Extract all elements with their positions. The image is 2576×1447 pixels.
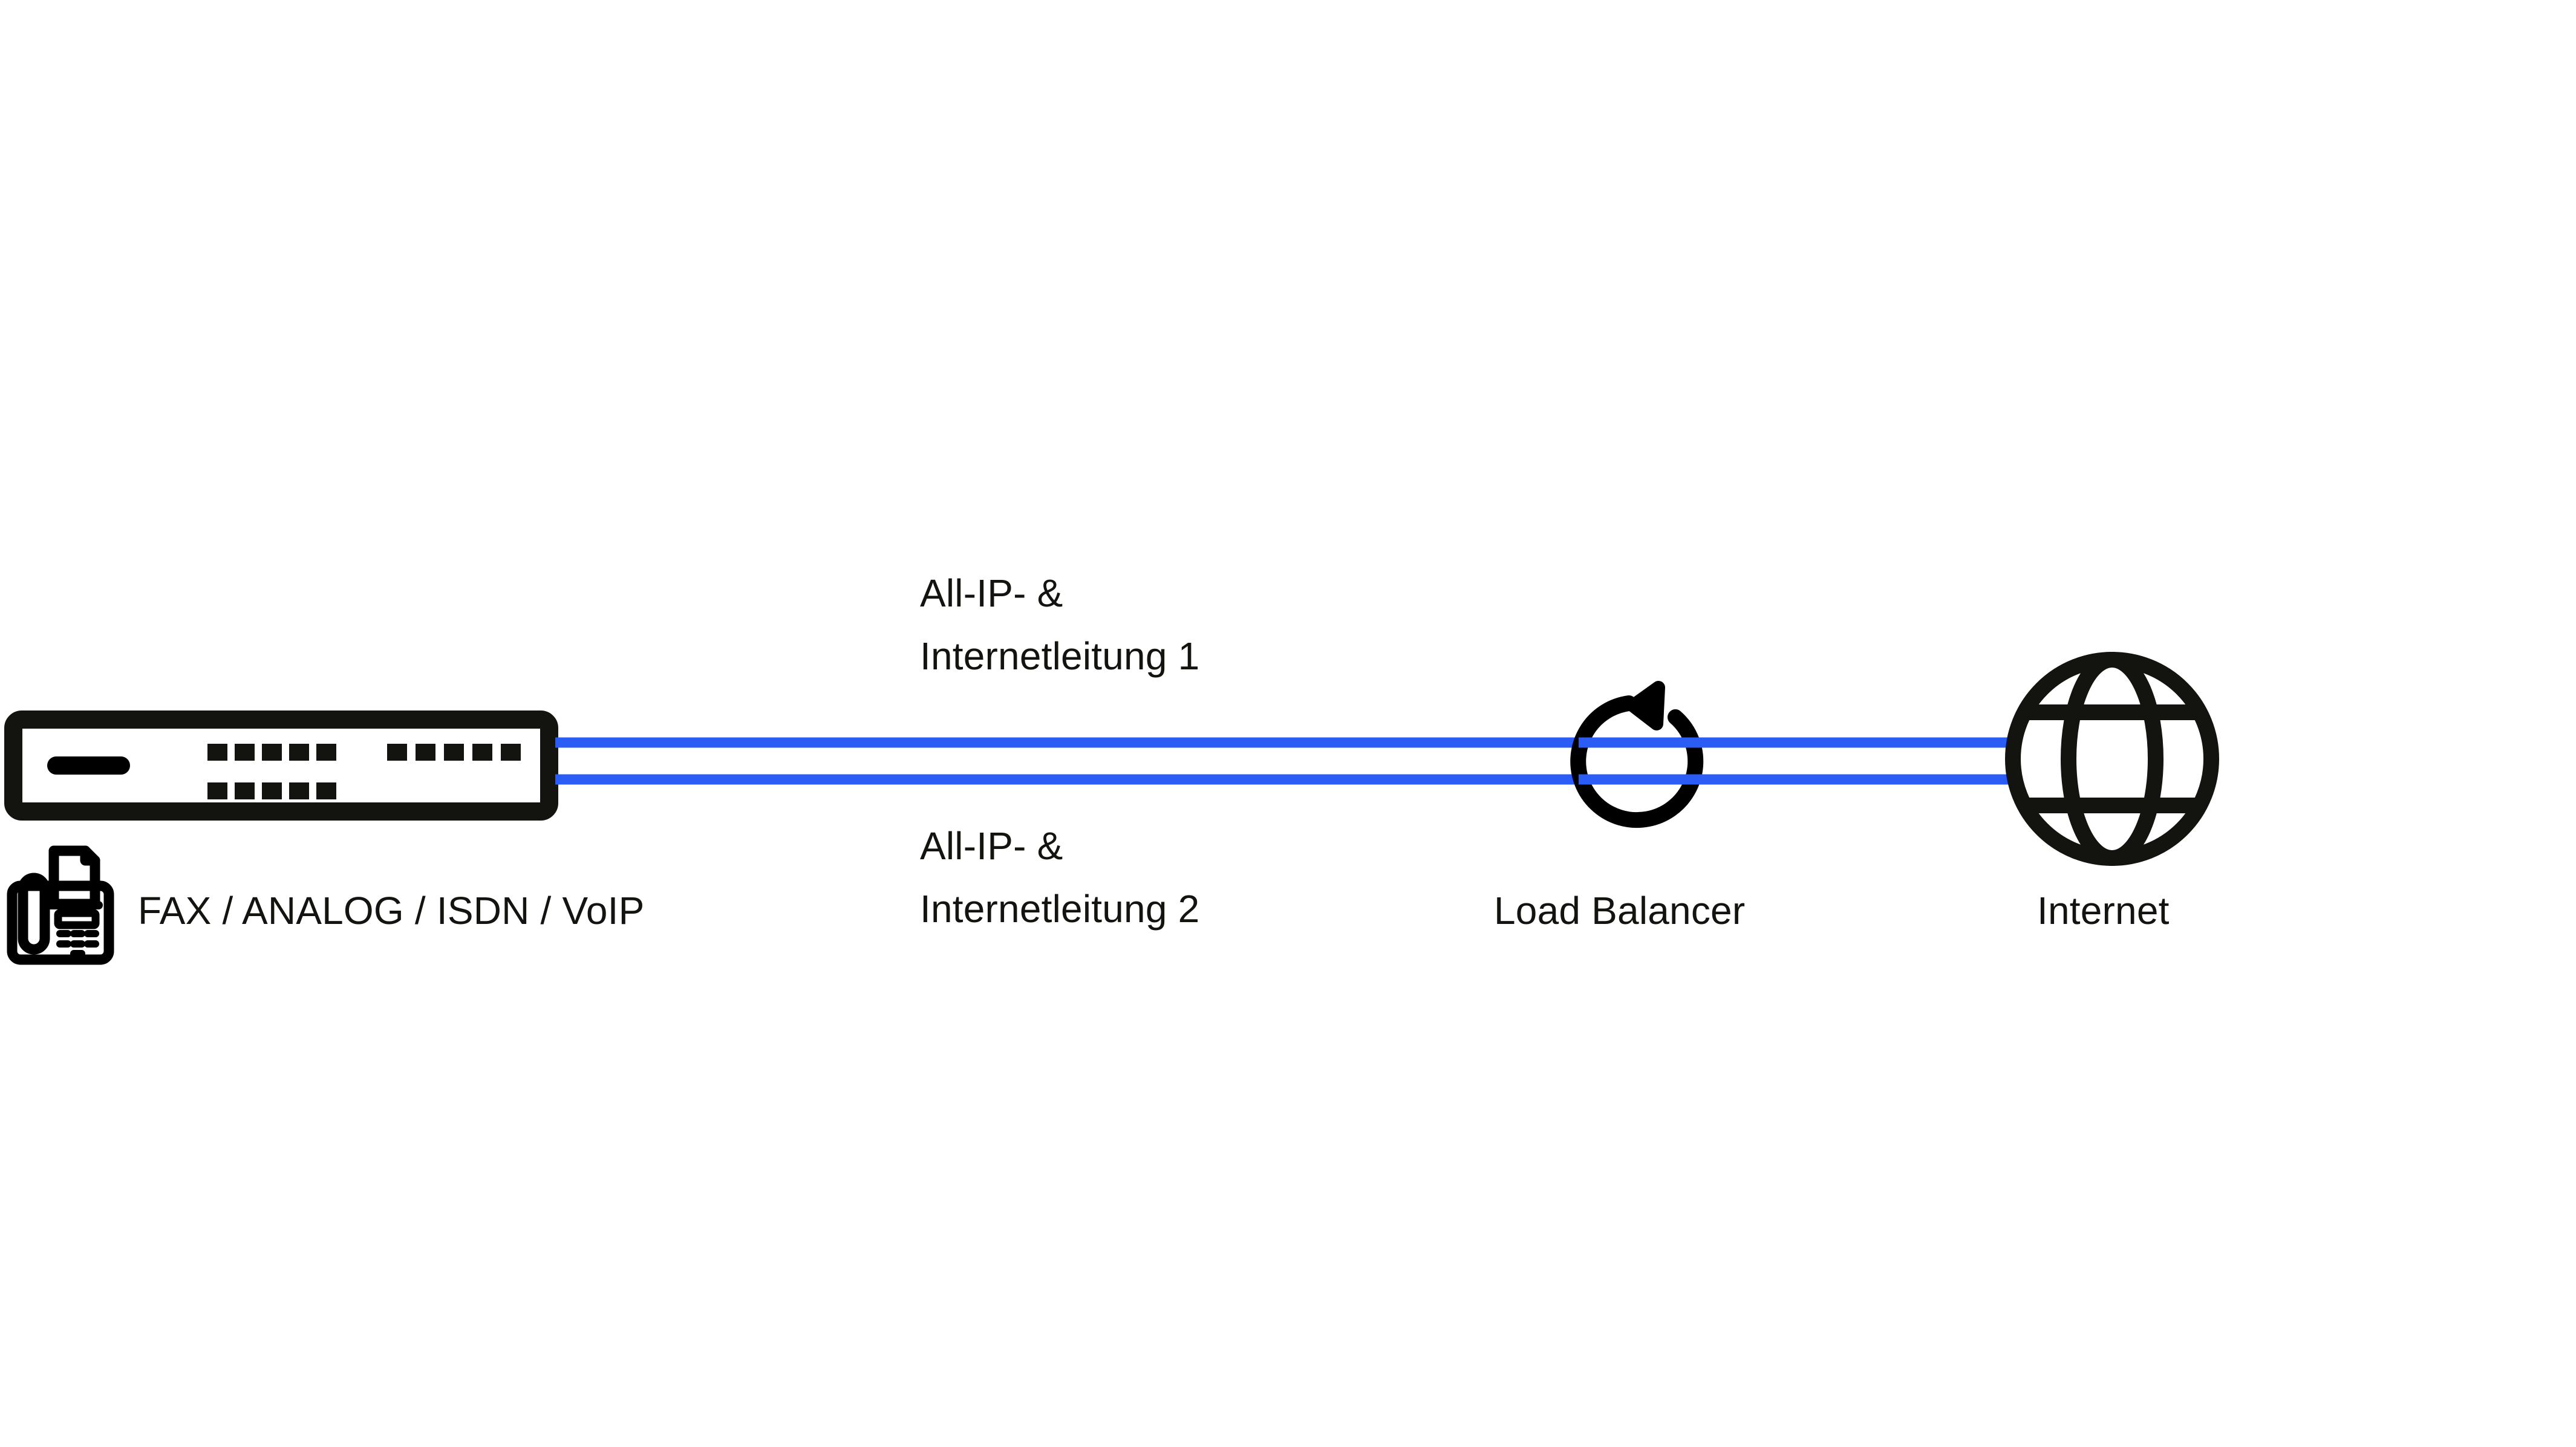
internet-label: Internet [2037,889,2170,932]
fax-handset [18,873,50,955]
globe-outer-circle [2005,652,2219,866]
circular-arrow-refresh-icon[interactable] [1570,681,1704,828]
connection-lines-overlay [1579,737,2013,785]
fax-body [7,880,114,965]
router-gateway-icon[interactable] [4,710,558,821]
link-2-label-line1: All-IP- & [920,824,1063,868]
load-balancer-label: Load Balancer [1494,889,1746,932]
load-balancer-arrowhead [1626,681,1665,730]
globe-icon[interactable] [2005,652,2219,866]
gateway-endpoint-label: FAX / ANALOG / ISDN / VoIP [138,889,645,932]
link-1-label-line2: Internetleitung 1 [920,634,1200,678]
fax-paper-fold [80,845,100,866]
router-port-grid-right [387,744,521,761]
router-chassis [4,710,558,821]
fax-machine-icon[interactable] [7,845,114,965]
fax-paper-sheet [48,845,100,909]
globe-meridian [2061,652,2164,866]
fax-display [54,909,100,929]
load-balancer-ring [1570,695,1704,828]
link-1-label: All-IP- & Internetleitung 1 [920,562,1199,688]
connection-lines [555,737,2013,785]
fax-keypad [56,930,99,957]
link-1-label-line1: All-IP- & [920,571,1063,615]
router-port-grid-left [207,744,336,799]
link-2-label: All-IP- & Internetleitung 2 [920,815,1199,940]
link-2-label-line2: Internetleitung 2 [920,886,1200,931]
router-status-bar [47,756,130,775]
